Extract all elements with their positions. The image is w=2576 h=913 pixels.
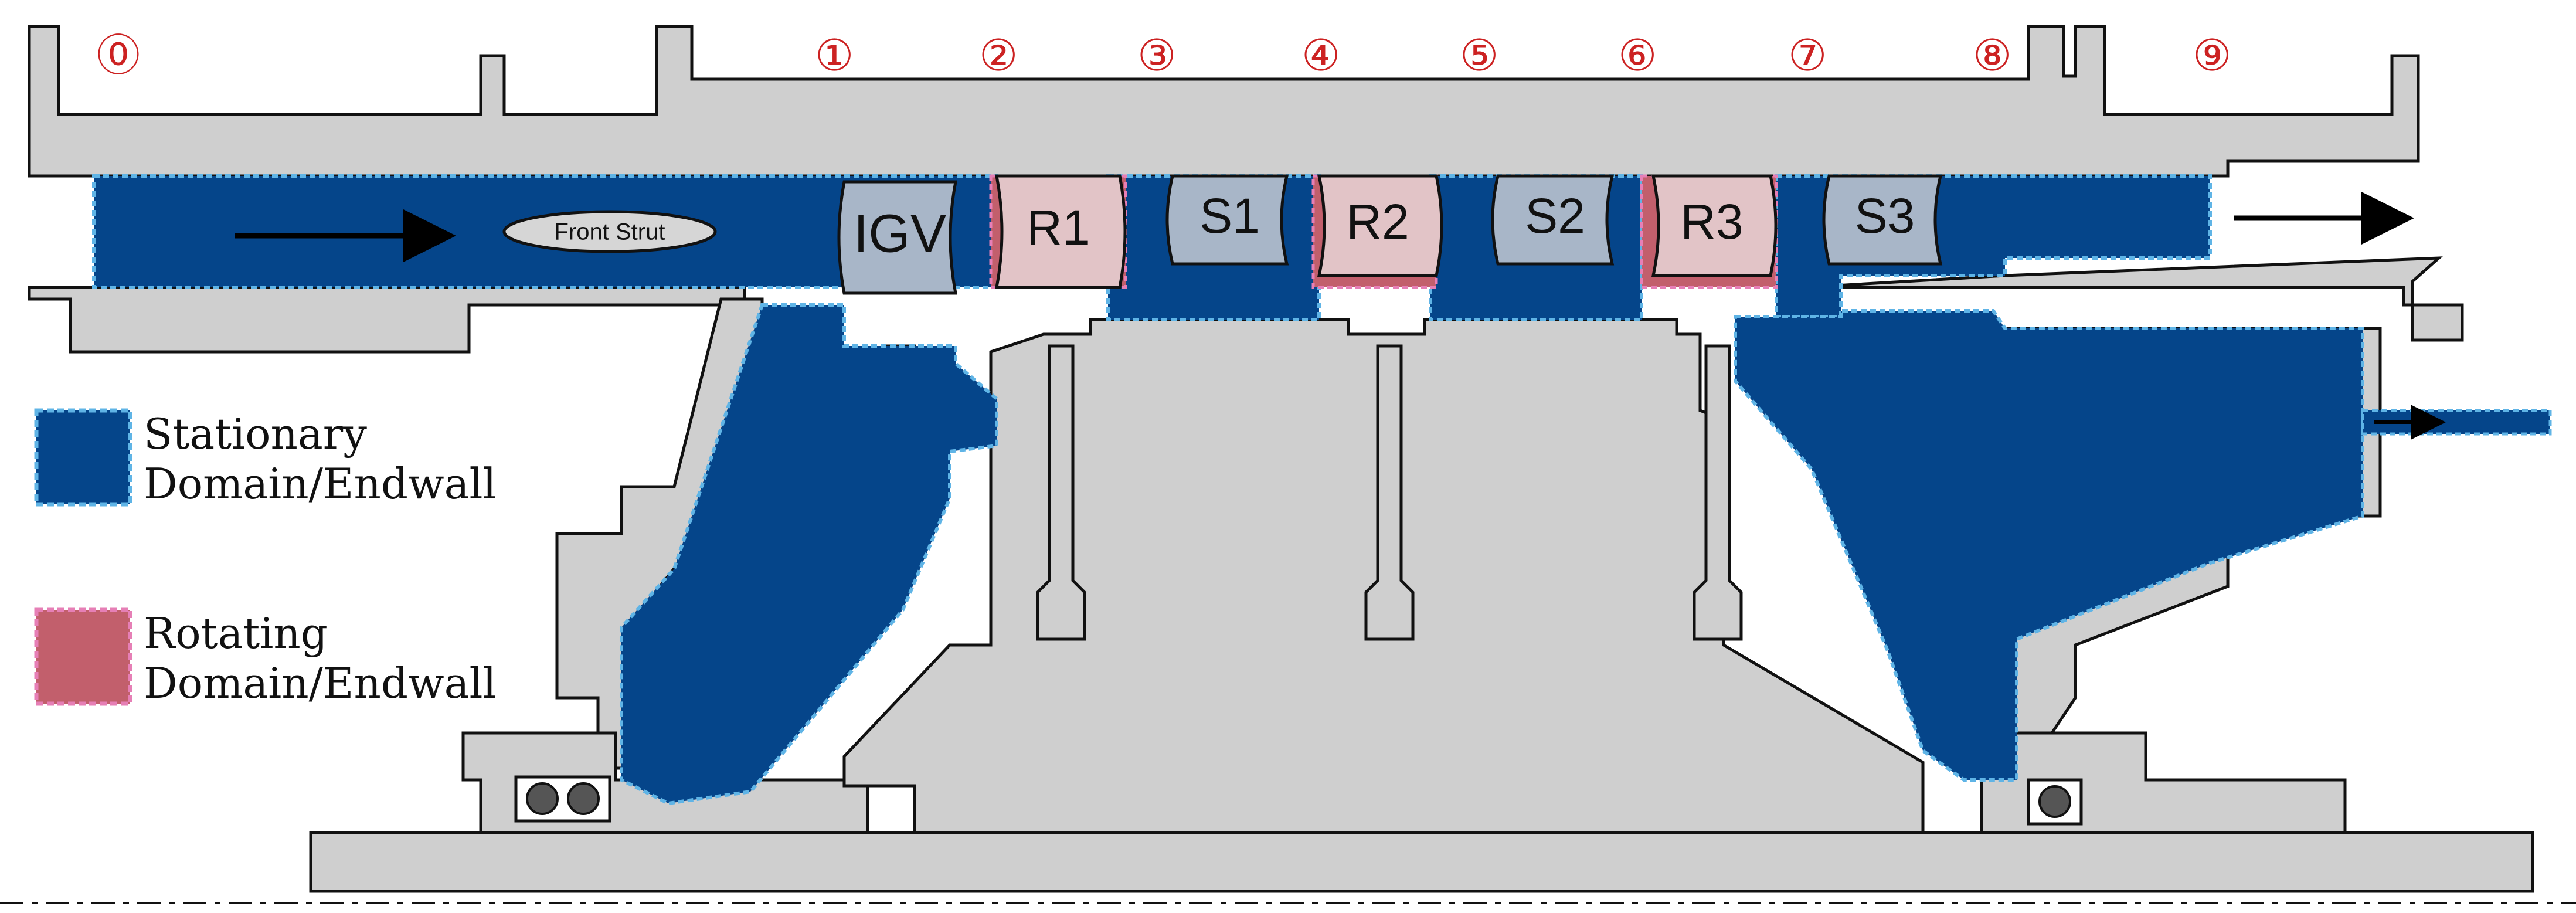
station-1-label: ① bbox=[815, 30, 854, 81]
blade-s3: S3 bbox=[1822, 174, 1943, 266]
station-3-label: ③ bbox=[1137, 30, 1176, 81]
rotor-disc-3 bbox=[1693, 344, 1743, 641]
blade-r2-label: R2 bbox=[1346, 194, 1409, 249]
station-8-label: ⑧ bbox=[1973, 30, 2011, 81]
station-5-label: ⑤ bbox=[1460, 30, 1498, 81]
station-4-label: ④ bbox=[1301, 30, 1340, 81]
station-7-label: ⑦ bbox=[1788, 30, 1827, 81]
legend-swatch-stationary bbox=[34, 408, 132, 507]
blade-igv: IGV bbox=[837, 180, 958, 295]
blade-r3: R3 bbox=[1651, 174, 1778, 277]
casing-lower-inlet bbox=[28, 286, 746, 354]
rotor-disc-2 bbox=[1364, 344, 1415, 641]
front-strut-shape bbox=[502, 210, 717, 253]
legend-stationary-line1: Stationary bbox=[144, 409, 367, 459]
blade-r1-shape bbox=[994, 174, 1127, 289]
blade-s2-shape bbox=[1491, 174, 1615, 266]
blade-r2: R2 bbox=[1317, 174, 1443, 277]
legend: Stationary Domain/Endwall Rotating Domai… bbox=[34, 408, 497, 708]
front-bearing-ball-2 bbox=[567, 782, 600, 815]
blade-igv-label: IGV bbox=[854, 203, 946, 263]
shaft bbox=[309, 831, 2534, 893]
rear-bearing bbox=[2027, 778, 2083, 826]
casing-lower-outlet bbox=[1805, 256, 2464, 342]
blade-r1-label: R1 bbox=[1027, 200, 1089, 255]
station-numbers: ⓪ ① ② ③ ④ ⑤ ⑥ ⑦ ⑧ ⑨ bbox=[97, 30, 2231, 81]
casing-upper bbox=[28, 25, 2420, 178]
rotor-disc-1 bbox=[1036, 344, 1086, 641]
stationary-outlet-cavity bbox=[1734, 309, 2364, 782]
blade-r2-shape bbox=[1317, 174, 1443, 277]
legend-rotating-line2: Domain/Endwall bbox=[144, 659, 497, 708]
station-2-label: ② bbox=[979, 30, 1018, 81]
rear-bearing-ball bbox=[2038, 785, 2071, 818]
front-bearing-ball-1 bbox=[526, 782, 559, 815]
blade-s1: S1 bbox=[1165, 174, 1289, 266]
blade-r3-shape bbox=[1651, 174, 1778, 277]
blade-s3-shape bbox=[1822, 174, 1943, 266]
front-bearings bbox=[514, 775, 611, 823]
blade-s3-label: S3 bbox=[1855, 188, 1915, 243]
station-9-label: ⑨ bbox=[2193, 30, 2231, 81]
blade-igv-shape bbox=[837, 180, 958, 295]
station-6-label: ⑥ bbox=[1618, 30, 1657, 81]
legend-stationary-line2: Domain/Endwall bbox=[144, 459, 497, 508]
blade-r3-label: R3 bbox=[1680, 194, 1743, 249]
front-strut-label: Front Strut bbox=[555, 219, 665, 245]
blade-s2-label: S2 bbox=[1525, 188, 1585, 243]
outer-casing bbox=[28, 25, 2464, 354]
blade-row-group: IGV R1 S1 R2 S2 R3 S3 bbox=[837, 174, 1943, 295]
stationary-inlet-cavity bbox=[620, 303, 998, 806]
blade-s2: S2 bbox=[1491, 174, 1615, 266]
stationary-exit-duct bbox=[2361, 409, 2552, 436]
legend-swatch-rotating bbox=[34, 607, 132, 706]
station-0-label: ⓪ bbox=[97, 30, 140, 81]
legend-rotating-line1: Rotating bbox=[144, 609, 328, 658]
front-strut: Front Strut bbox=[502, 210, 717, 253]
blade-s1-shape bbox=[1165, 174, 1289, 266]
blade-r1: R1 bbox=[994, 174, 1127, 289]
blade-s1-label: S1 bbox=[1199, 188, 1260, 243]
